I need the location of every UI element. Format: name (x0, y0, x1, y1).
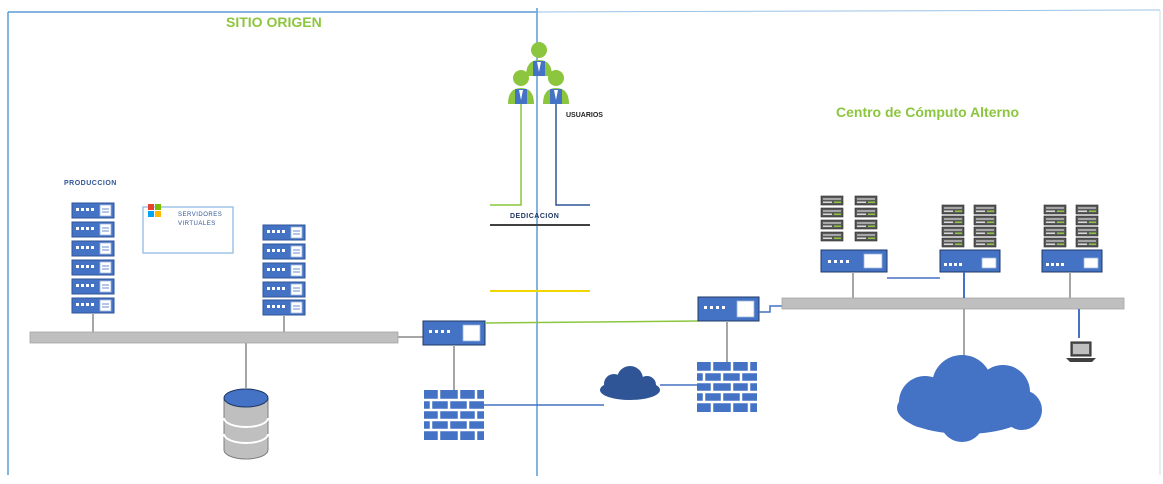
produccion-label: PRODUCCION (64, 180, 117, 187)
alternate-rack-2 (940, 205, 1000, 298)
alternate-rack-1 (820, 195, 940, 298)
internet-cloud-icon (897, 355, 1042, 442)
users-icon (508, 42, 569, 104)
router-right (697, 296, 760, 322)
lan-bus-left (29, 331, 399, 344)
virtual-servers-label: SERVIDORES VIRTUALES (178, 212, 223, 227)
users-green-link (490, 104, 522, 206)
production-server-stack (71, 202, 115, 332)
laptop-icon (1066, 341, 1096, 362)
firewall-left-icon (422, 388, 486, 442)
database-icon (223, 388, 269, 460)
site-origin-title: SITIO ORIGEN (226, 14, 322, 30)
green-link-line (484, 320, 699, 324)
lan-bus-right (781, 297, 1125, 310)
alternate-rack-3 (1042, 205, 1102, 298)
wan-cloud-small-icon (600, 366, 660, 400)
users-blue-link (555, 104, 590, 206)
region-frames (7, 9, 1161, 475)
windows-logo-icon (148, 204, 161, 217)
server-stack-2 (262, 224, 306, 332)
router-left (422, 320, 486, 346)
users-label: USUARIOS (566, 112, 603, 119)
alternate-site-title: Centro de Cómputo Alterno (836, 104, 1020, 120)
dedicacion-label: DEDICACION (510, 213, 560, 220)
firewall-right-icon (695, 360, 759, 414)
